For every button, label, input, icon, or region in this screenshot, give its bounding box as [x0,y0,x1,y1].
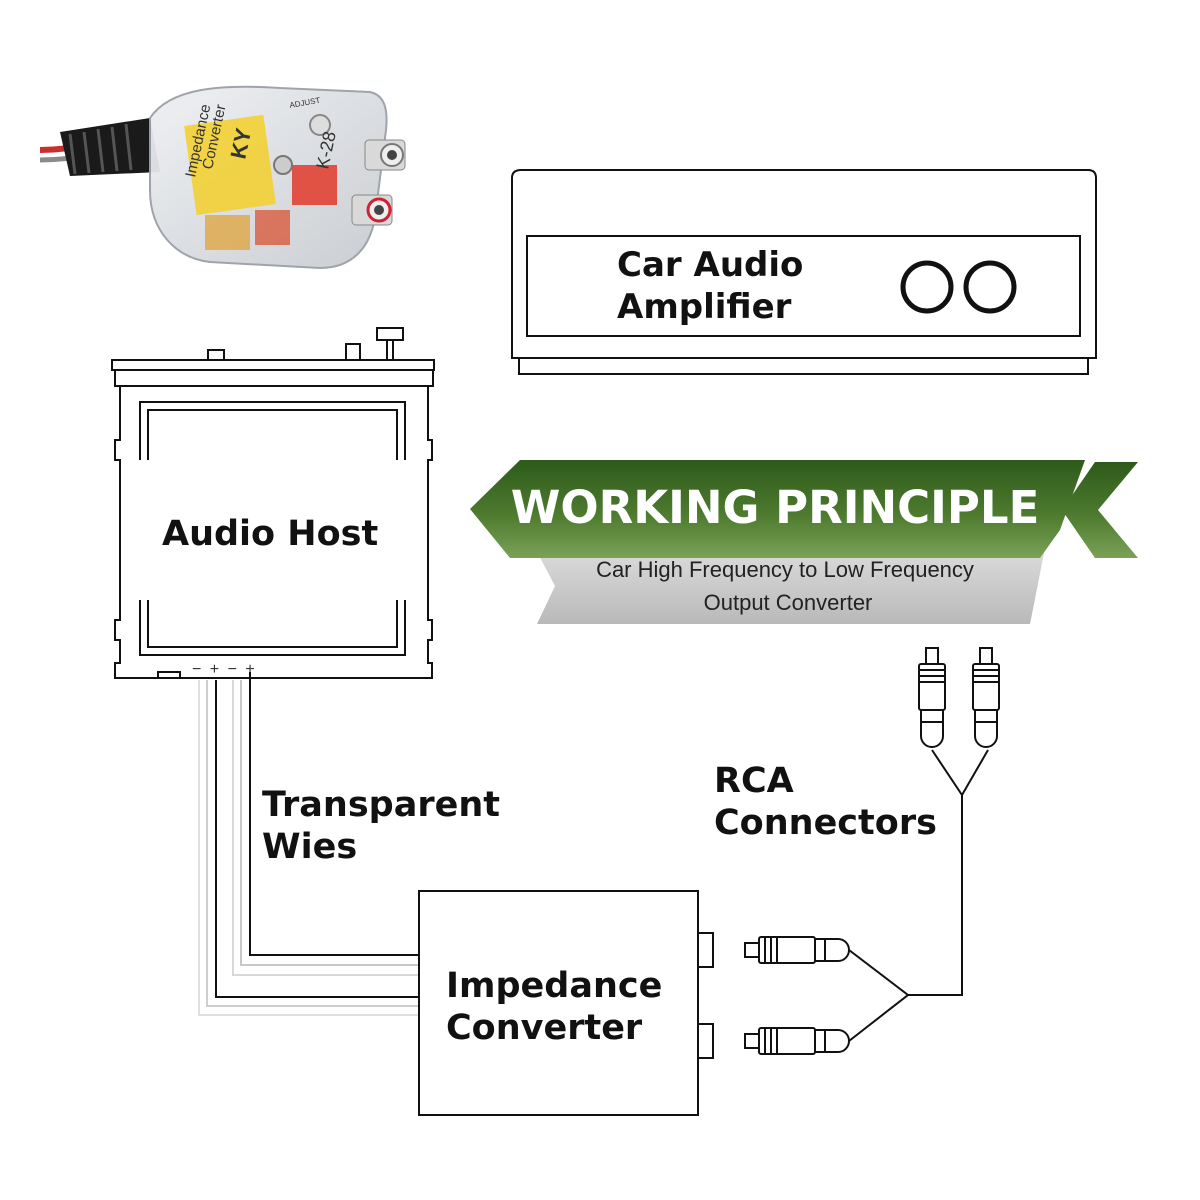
rca-jack-icon [351,194,393,226]
rca-plug-icon [918,647,946,748]
audio-host-box [111,327,435,679]
working-principle-banner: WORKING PRINCIPLE Car High Frequency to … [470,460,1138,624]
amplifier-label-line2: Amplifier [617,287,792,327]
amplifier-knob-icon [900,260,954,314]
impedance-converter-box [418,890,714,1116]
wires-label-line1: Transparent [262,785,500,825]
banner-title: WORKING PRINCIPLE [511,481,1040,534]
rca-plug-icon [744,936,850,964]
rca-label-line2: Connectors [714,803,937,843]
product-photo: Impedance Converter KY K-28 ADJUST [39,85,406,270]
wires-label-line2: Wies [262,827,357,867]
host-terminal-signs: − + − + [192,661,257,678]
rca-jack-icon [364,139,406,171]
transparent-wires [198,672,419,1016]
host-screw-icon [376,327,404,341]
amplifier-label-line1: Car Audio [617,245,803,285]
amplifier-box [511,169,1097,375]
rca-label-line1: RCA [714,761,794,801]
amplifier-knob-icon [963,260,1017,314]
banner-title-ribbon [470,460,1085,558]
rca-plug-icon [744,1027,850,1055]
banner-subtitle-line1: Car High Frequency to Low Frequency [596,557,974,582]
chevron-left-icon [1062,462,1138,558]
cable-icon [39,118,160,176]
audio-host-label: Audio Host [162,514,378,554]
converter-label-line1: Impedance [446,966,662,1006]
banner-subtitle-ribbon [535,548,1045,624]
rca-plug-icon [972,647,1000,748]
rca-cable [848,749,989,1042]
banner-subtitle-line2: Output Converter [704,590,873,615]
converter-label-line2: Converter [446,1008,643,1048]
